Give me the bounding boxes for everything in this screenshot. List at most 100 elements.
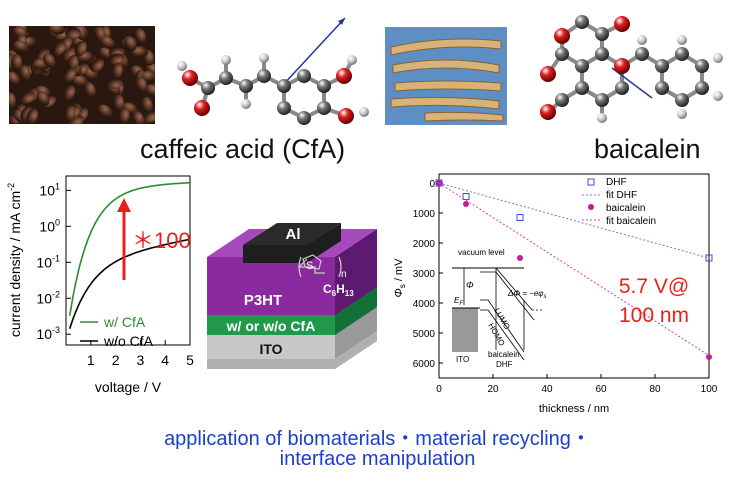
legend-dhf: DHF bbox=[606, 177, 627, 188]
coffee-bean bbox=[142, 110, 155, 123]
coffee-bean bbox=[100, 36, 116, 49]
coffee-bean bbox=[20, 91, 36, 104]
svg-text:ΔΦ = −eφs: ΔΦ = −eφs bbox=[507, 289, 547, 300]
coffee-bean bbox=[141, 96, 153, 113]
cfa-layer bbox=[207, 287, 377, 335]
baicalein-molecule bbox=[540, 15, 723, 123]
iv-xtick-label: 2 bbox=[112, 352, 120, 368]
iv-xtick-label: 5 bbox=[186, 352, 194, 368]
caption-line1: application of biomaterials・material rec… bbox=[164, 428, 591, 450]
ito-label: ITO bbox=[259, 341, 282, 357]
svg-text:DHF: DHF bbox=[496, 360, 513, 369]
wf-xtick-label: 40 bbox=[541, 384, 553, 395]
data-point-baicalein bbox=[463, 201, 469, 207]
wf-xtick-label: 100 bbox=[701, 384, 718, 395]
coffee-bean bbox=[42, 53, 56, 68]
iv-plot: current density / mA cm-2 10110010-110-2… bbox=[6, 175, 194, 395]
caffeic-acid-molecule bbox=[177, 17, 369, 125]
wf-xtick-label: 20 bbox=[487, 384, 499, 395]
coffee-beans-photo bbox=[9, 26, 155, 124]
baicalein-root-photo bbox=[385, 27, 507, 125]
al-electrode bbox=[243, 223, 341, 245]
wf-legend: DHF fit DHF baicalein fit baicalein bbox=[582, 177, 656, 227]
fit-line bbox=[438, 182, 710, 356]
wf-ytick-label: 6000 bbox=[413, 359, 436, 370]
coffee-bean bbox=[124, 35, 137, 52]
coffee-bean bbox=[26, 108, 39, 124]
wf-ytick-label: 2000 bbox=[413, 239, 436, 250]
svg-text:Φ: Φ bbox=[466, 280, 474, 290]
coffee-bean bbox=[84, 82, 96, 98]
cfa-layer-label: w/ or w/o CfA bbox=[226, 318, 316, 334]
coffee-bean bbox=[146, 84, 155, 97]
coffee-bean bbox=[98, 104, 113, 118]
iv-ytick-label: 10-3 bbox=[36, 325, 60, 342]
legend-fit-dhf: fit DHF bbox=[606, 190, 637, 201]
series-line-without-cfa bbox=[68, 238, 191, 329]
coffee-bean bbox=[132, 111, 145, 124]
legend-baicalein: baicalein bbox=[606, 203, 645, 214]
iv-ytick-label: 101 bbox=[39, 181, 60, 198]
legend-marker-dhf bbox=[587, 178, 595, 186]
data-point-baicalein bbox=[517, 255, 523, 261]
energy-level-inset: vacuum level Φ EF ITO ΔΦ = −eφs LUMO HOM… bbox=[452, 248, 547, 369]
coffee-bean bbox=[108, 53, 125, 65]
iv-ytick-label: 10-1 bbox=[36, 253, 60, 270]
iv-xlabel: voltage / V bbox=[95, 379, 162, 395]
svg-text:S: S bbox=[306, 260, 313, 272]
caffeic-acid-label: caffeic acid (CfA) bbox=[140, 134, 346, 164]
iv-xtick-label: 3 bbox=[137, 352, 145, 368]
iv-ytick-label: 100 bbox=[39, 217, 60, 234]
baicalein-label: baicalein bbox=[594, 134, 701, 164]
wf-ylabel: Φs / mV bbox=[393, 258, 407, 298]
coffee-bean bbox=[49, 26, 66, 35]
caption-line2: interface manipulation bbox=[279, 448, 476, 470]
coffee-bean bbox=[135, 76, 148, 93]
coffee-bean bbox=[113, 94, 125, 111]
data-point-baicalein bbox=[706, 354, 712, 360]
coffee-bean bbox=[63, 85, 76, 101]
coffee-bean bbox=[74, 40, 87, 57]
legend-marker-baicalein bbox=[588, 204, 594, 210]
svg-text:n: n bbox=[341, 269, 347, 280]
wf-xtick-label: 60 bbox=[595, 384, 607, 395]
wf-ytick-label: 0 bbox=[429, 179, 435, 190]
annotation-line2: 100 nm bbox=[619, 304, 689, 327]
coffee-bean bbox=[67, 54, 79, 71]
coffee-bean bbox=[90, 58, 104, 73]
coffee-bean bbox=[36, 91, 50, 106]
coffee-bean bbox=[63, 67, 77, 82]
wf-xtick-label: 80 bbox=[649, 384, 661, 395]
data-point-dhf bbox=[462, 193, 470, 200]
vacuum-level-label: vacuum level bbox=[458, 248, 505, 257]
device-stack: Al S n C6H13 P3HT w/ or w/o CfA ITO bbox=[207, 223, 377, 369]
p3ht-layer bbox=[207, 229, 377, 315]
svg-text:C6H13: C6H13 bbox=[323, 282, 354, 298]
svg-text:ITO: ITO bbox=[456, 355, 469, 364]
iv-ylabel: current density / mA cm-2 bbox=[6, 183, 23, 337]
coffee-bean bbox=[118, 107, 130, 124]
wf-ytick-label: 4000 bbox=[413, 299, 436, 310]
wf-xlabel: thickness / nm bbox=[539, 403, 609, 415]
wf-xtick-label: 0 bbox=[436, 384, 442, 395]
data-point-dhf bbox=[516, 214, 524, 221]
legend-label-without: w/o CfA bbox=[103, 333, 154, 349]
iv-xtick-label: 4 bbox=[161, 352, 169, 368]
svg-text:baicalein: baicalein bbox=[488, 350, 520, 359]
coffee-bean bbox=[65, 27, 82, 39]
coffee-bean bbox=[131, 46, 148, 58]
coffee-bean bbox=[141, 70, 155, 82]
svg-text:EF: EF bbox=[454, 296, 463, 307]
coffee-bean bbox=[106, 78, 123, 90]
factor-label: ＊100 bbox=[132, 228, 191, 253]
coffee-bean bbox=[134, 28, 147, 45]
ito-block bbox=[452, 308, 478, 352]
wf-ytick-label: 1000 bbox=[413, 209, 436, 220]
factor-arrowhead bbox=[117, 198, 131, 212]
wf-ytick-label: 5000 bbox=[413, 329, 436, 340]
iv-xtick-label: 1 bbox=[87, 352, 95, 368]
coffee-bean bbox=[64, 105, 76, 122]
coffee-bean bbox=[19, 64, 31, 81]
coffee-bean bbox=[13, 40, 30, 53]
